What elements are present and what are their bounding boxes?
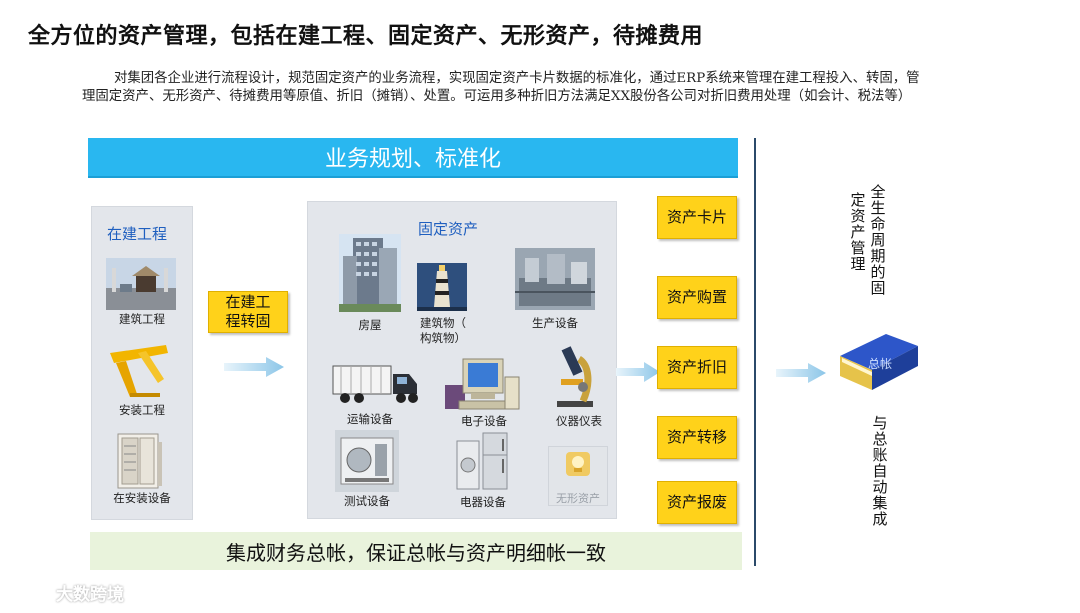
structure-label: 建筑物（ 构筑物）: [420, 316, 466, 345]
production-equipment-icon: [515, 248, 595, 310]
gl-integration-text: 与总账自动集成: [872, 414, 888, 528]
instrument-label: 仪器仪表: [556, 414, 602, 428]
transfer-to-fixed-label: 在建工 程转固: [225, 293, 271, 330]
asset-depreciation-label: 资产折旧: [666, 358, 727, 376]
asset-card-box: 资产卡片: [657, 196, 737, 239]
house-label: 房屋: [358, 318, 382, 332]
intangible-asset-label: 无形资产: [556, 492, 600, 505]
asset-transfer-box: 资产转移: [657, 416, 737, 459]
asset-purchase-label: 资产购置: [666, 288, 727, 306]
watermark: 大数跨境: [10, 580, 124, 605]
installing-equipment-label: 在安装设备: [113, 491, 171, 505]
transfer-to-fixed-box: 在建工 程转固: [208, 291, 288, 333]
fixed-assets-panel-title: 固定资产: [418, 220, 479, 238]
equipment-cabinet-icon: [117, 433, 162, 489]
arrow-right-icon: [776, 363, 826, 383]
intro-paragraph: 对集团各企业进行流程设计，规范固定资产的业务流程，实现固定资产卡片数据的标准化，…: [82, 71, 920, 104]
asset-disposal-label: 资产报废: [666, 493, 727, 511]
construction-item-label: 建筑工程: [119, 312, 165, 326]
bottom-banner: 集成财务总帐，保证总帐与资产明细帐一致: [90, 532, 742, 570]
construction-panel-title: 在建工程: [107, 225, 168, 243]
electronic-computer-icon: [445, 358, 520, 410]
divider-line: [754, 138, 756, 566]
asset-disposal-box: 资产报废: [657, 481, 737, 524]
lifecycle-text-col-2: 定资产管理: [850, 191, 866, 273]
watermark-logo-icon: [11, 583, 48, 602]
house-building-icon: [339, 234, 401, 312]
asset-depreciation-box: 资产折旧: [657, 346, 737, 389]
installation-item-label: 安装工程: [119, 403, 165, 417]
transport-equipment-label: 运输设备: [347, 412, 393, 426]
test-equipment-label: 测试设备: [344, 494, 390, 508]
intangible-asset-icon: [566, 452, 590, 476]
construction-building-icon: [106, 258, 176, 310]
instrument-microscope-icon: [557, 346, 593, 407]
lifecycle-text: 全生命周期的固 定资产管理: [842, 184, 888, 304]
production-equipment-label: 生产设备: [532, 316, 578, 330]
asset-card-label: 资产卡片: [666, 208, 727, 226]
asset-transfer-label: 资产转移: [666, 428, 727, 446]
asset-purchase-box: 资产购置: [657, 276, 737, 319]
arrow-right-icon: [224, 357, 284, 377]
general-ledger-label: 总帐: [868, 357, 893, 371]
top-banner: 业务规划、标准化: [88, 138, 738, 178]
structure-tower-icon: [417, 263, 467, 311]
appliance-label: 电器设备: [460, 495, 506, 509]
electronic-equipment-label: 电子设备: [461, 414, 507, 428]
watermark-text: 大数跨境: [56, 585, 124, 605]
test-equipment-icon: [335, 430, 399, 492]
transport-truck-icon: [332, 365, 418, 403]
appliance-icon: [456, 432, 508, 490]
installation-crane-icon: [110, 345, 168, 397]
arrow-right-icon: [616, 362, 660, 382]
page-title: 全方位的资产管理，包括在建工程、固定资产、无形资产，待摊费用: [28, 24, 704, 49]
lifecycle-text-col-1: 全生命周期的固: [870, 183, 886, 297]
general-ledger-book-icon: [840, 334, 918, 390]
